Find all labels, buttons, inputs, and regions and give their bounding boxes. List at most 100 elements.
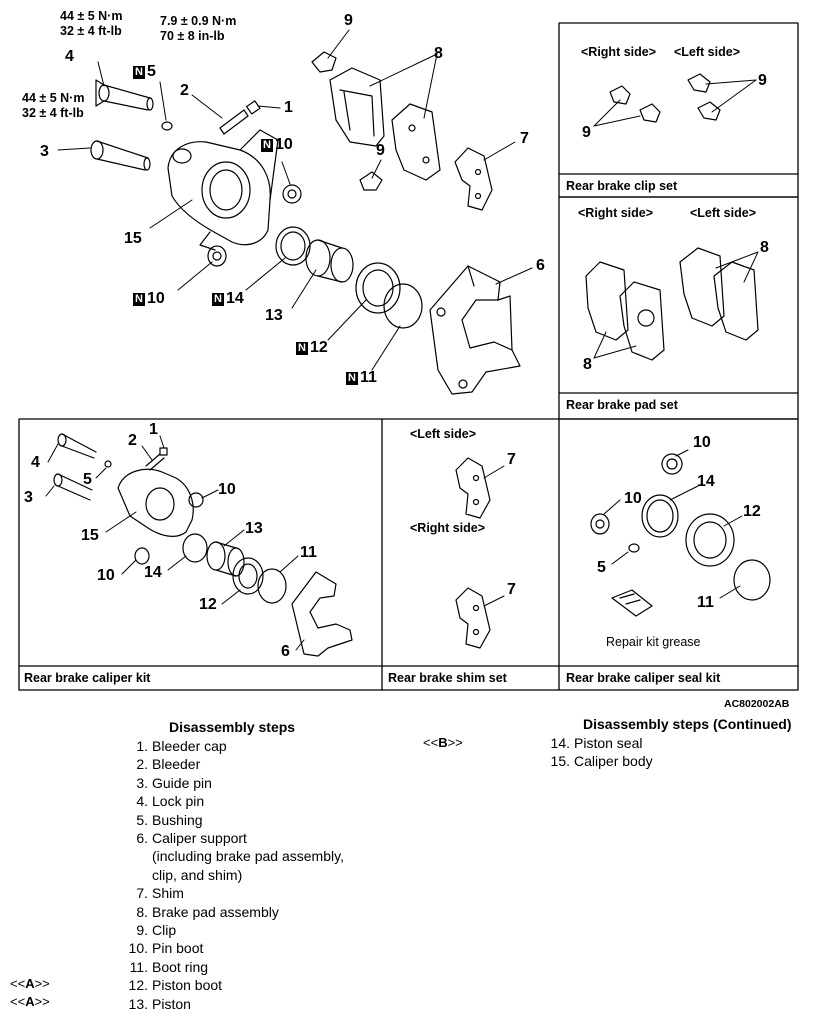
panel-frames	[18, 22, 799, 691]
kit-callout-1: 1	[149, 421, 158, 438]
kit-callout-3: 3	[24, 489, 33, 506]
kit-callout-2: 2	[128, 432, 137, 449]
step-text: Shim	[152, 885, 184, 902]
step-number: 6.	[136, 830, 148, 846]
pad-set-left-side-label: <Left side>	[690, 206, 756, 220]
step-number: 15.	[550, 753, 570, 770]
kit-callout-5: 5	[83, 471, 92, 488]
torque-inlb: 70 ± 8 in-lb	[160, 29, 225, 43]
pad-set-callout-8-right: 8	[583, 356, 592, 373]
step-text: Bleeder	[152, 756, 201, 773]
shim-set-right-side-label: <Right side>	[410, 521, 486, 535]
pin-boot-parts	[207, 184, 302, 267]
callout-13: 13	[265, 307, 283, 324]
seal-kit-callout-10-upper: 10	[693, 434, 711, 451]
callout-4: 4	[65, 48, 74, 65]
piston-seal-part	[275, 226, 311, 266]
callout-7: 7	[520, 130, 529, 147]
step-text: Caliper body	[574, 753, 653, 770]
step-text: Clip	[152, 922, 177, 938]
shim-part	[454, 147, 493, 211]
callout-9-top: 9	[344, 12, 353, 29]
guide-pin-part	[90, 140, 151, 171]
kit-callout-13: 13	[245, 520, 263, 537]
step-text: Pin boot	[152, 940, 204, 957]
clip-set-art	[593, 73, 757, 127]
figure-code: AC802002AB	[724, 698, 790, 710]
new-part-mark: N	[133, 293, 145, 306]
callout-1: 1	[284, 99, 293, 116]
seal-kit-callout-5: 5	[597, 559, 606, 576]
step-number: 8.	[136, 903, 148, 920]
bleeder-torque-note: 7.9 ± 0.9 N·m 70 ± 8 in-lb	[160, 14, 236, 44]
exploded-diagram: 44 ± 5 N·m 32 ± 4 ft-lb 44 ± 5 N·m 32 ± …	[18, 9, 799, 710]
lock-pin-part	[95, 79, 154, 111]
step-number: 2.	[136, 756, 148, 773]
shim-set-callout-7-right: 7	[507, 581, 516, 598]
bushing-part	[161, 121, 173, 131]
clip-set-right-side-label: <Right side>	[581, 45, 657, 59]
step-number: 10.	[128, 940, 148, 957]
step-number: 13.	[128, 995, 148, 1012]
ref-mark-b: <<B>>	[423, 735, 463, 750]
torque-nm: 7.9 ± 0.9 N·m	[160, 14, 237, 28]
torque-nm: 44 ± 5 N·m	[60, 9, 123, 23]
seal-kit-callout-14: 14	[697, 473, 715, 490]
step-number: 4.	[136, 793, 148, 810]
step-text: Guide pin	[152, 774, 212, 791]
step-text: Caliper support	[152, 830, 247, 846]
piston-boot-part	[355, 262, 401, 314]
lock-pin-torque-note: 44 ± 5 N·m 32 ± 4 ft-lb	[60, 9, 122, 39]
caliper-kit-art	[45, 433, 353, 657]
kit-callout-15: 15	[81, 527, 99, 544]
kit-callout-12: 12	[199, 596, 217, 613]
step-number: 14.	[550, 735, 570, 751]
clip-set-callout-9-right: 9	[582, 124, 591, 141]
seal-kit-callout-12: 12	[743, 503, 761, 520]
pad-set-callout-8-left: 8	[760, 239, 769, 256]
step-text: Brake pad assembly	[152, 903, 279, 920]
step-number: 11.	[129, 958, 148, 975]
step-number: 9.	[136, 922, 148, 938]
new-part-mark: N	[296, 342, 308, 355]
clip-set-left-side-label: <Left side>	[674, 45, 740, 59]
kit-callout-10-upper: 10	[218, 481, 236, 498]
piston-part	[305, 239, 354, 283]
shim-set-callout-7-left: 7	[507, 451, 516, 468]
kit-callout-14: 14	[144, 564, 162, 581]
clip-set-caption: Rear brake clip set	[566, 179, 678, 193]
caliper-kit-caption: Rear brake caliper kit	[24, 671, 151, 685]
caliper-body-part	[167, 129, 279, 251]
kit-callout-4: 4	[31, 454, 40, 471]
callout-6: 6	[536, 257, 545, 274]
step-text: clip, and shim)	[152, 866, 243, 883]
new-part-mark: N	[346, 372, 358, 385]
step-text: Boot ring	[152, 958, 209, 975]
seal-kit-art	[590, 449, 771, 617]
step-text: (including brake pad assembly,	[152, 848, 344, 865]
pad-set-art	[585, 247, 759, 361]
bleeder-part	[219, 100, 261, 135]
step-text: Bleeder cap	[152, 738, 227, 754]
brake-pad-parts	[329, 67, 441, 181]
guide-pin-torque-note: 44 ± 5 N·m 32 ± 4 ft-lb	[22, 91, 84, 121]
torque-ftlb: 32 ± 4 ft-lb	[22, 106, 84, 120]
kit-callout-11: 11	[300, 544, 317, 561]
callout-8: 8	[434, 45, 443, 62]
leader-lines	[57, 29, 533, 371]
caliper-support-part	[429, 265, 521, 395]
new-part-mark: N	[261, 139, 273, 152]
clip-parts	[311, 51, 383, 191]
shim-set-left-side-label: <Left side>	[410, 427, 476, 441]
shim-set-caption: Rear brake shim set	[388, 671, 507, 685]
shim-set-art	[455, 457, 505, 649]
ref-mark-a-piston: <<A>>	[10, 994, 50, 1009]
kit-callout-6: 6	[281, 643, 290, 660]
seal-kit-caption: Rear brake caliper seal kit	[566, 671, 721, 685]
step-number: 3.	[136, 774, 148, 791]
